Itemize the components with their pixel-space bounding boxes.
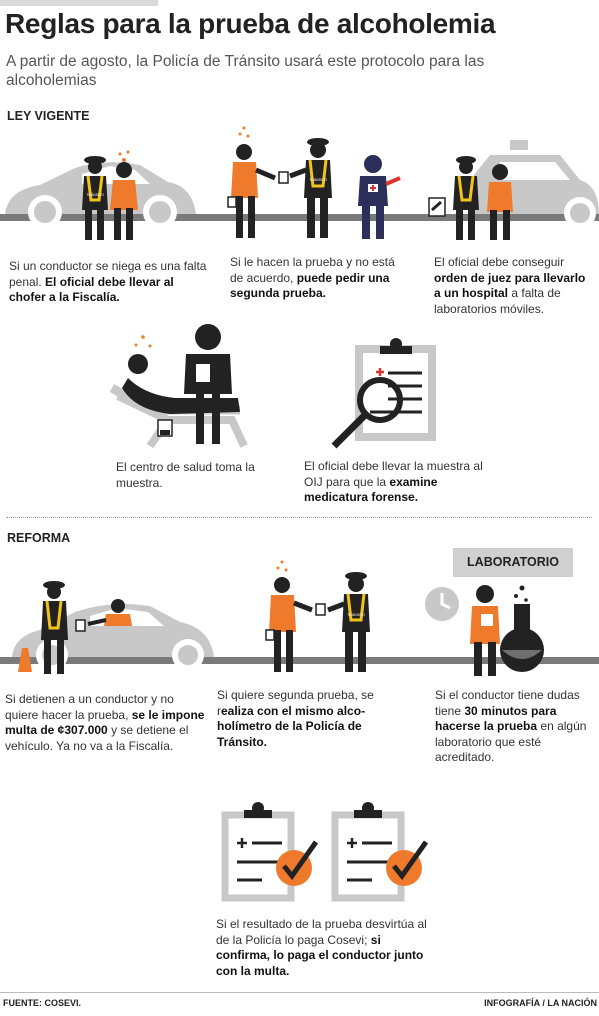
caption-ley-step-5: El oficial debe llevar la muestra al OIJ… xyxy=(304,459,483,504)
caption-reforma-step-2: Si quiere segunda prueba, se realiza con… xyxy=(217,688,374,749)
laboratorio-label: LABORATORIO xyxy=(453,548,573,577)
section-ley-vigente: LEY VIGENTE xyxy=(7,109,90,123)
clock-icon xyxy=(425,587,459,621)
footer-source: FUENTE: COSEVI. xyxy=(3,998,82,1008)
driver-in-car-icon xyxy=(87,599,132,626)
breathalyzer-icon-2 xyxy=(315,603,326,616)
officer-icon-4 xyxy=(41,581,86,674)
driver-icon-4 xyxy=(265,560,313,672)
caption-ley-step-4: El centro de salud toma la muestra. xyxy=(116,460,255,490)
officer-icon-3 xyxy=(453,156,479,240)
caption-ley-step-2: Si le hacen la prueba y no está de acuer… xyxy=(230,255,395,300)
caption-reforma-step-1: Si detienen a un conductor y no quiere h… xyxy=(5,692,205,753)
officer-icon-5 xyxy=(327,572,370,672)
officer-icon-1 xyxy=(82,156,108,240)
flask-icon xyxy=(500,585,544,672)
footer-divider xyxy=(0,992,599,993)
patient-icon xyxy=(122,335,240,414)
lab-person-icon xyxy=(470,585,500,676)
driver-icon-3 xyxy=(487,164,513,240)
page-subtitle: A partir de agosto, la Policía de Tránsi… xyxy=(6,53,485,89)
doctor-icon xyxy=(184,324,232,444)
clipboard-magnifier-icon xyxy=(331,338,436,449)
page-title: Reglas para la prueba de alcoholemia xyxy=(5,8,496,39)
driver-icon-1 xyxy=(110,150,138,240)
vest-badge-1: TRÁNSITO xyxy=(86,193,104,197)
road-row-2 xyxy=(0,657,599,664)
officer-icon-2 xyxy=(289,138,332,238)
clipboard-check-icon-1 xyxy=(221,802,319,902)
road-row-1 xyxy=(0,214,599,221)
vest-badge-3: TRÁNSITO xyxy=(347,613,365,617)
breathalyzer-icon-1 xyxy=(278,171,289,184)
section-reforma: REFORMA xyxy=(7,531,71,545)
section-divider xyxy=(6,517,592,518)
top-accent-bar xyxy=(0,0,158,6)
caption-reforma-step-4: Si el resultado de la prueba desvirtúa a… xyxy=(216,917,427,978)
sample-tube-icon xyxy=(157,419,173,437)
traffic-cone-icon xyxy=(18,648,32,672)
driver-icon-2 xyxy=(227,126,276,238)
gavel-icon xyxy=(428,197,446,217)
medic-icon-1 xyxy=(358,155,401,239)
footer-credit: INFOGRAFÍA / LA NACIÓN xyxy=(484,998,597,1008)
vest-badge-2: TRÁNSITO xyxy=(309,178,327,182)
caption-ley-step-3: El oficial debe conseguir orden de juez … xyxy=(434,255,586,316)
clipboard-check-icon-2 xyxy=(331,802,429,902)
caption-reforma-step-3: Si el conductor tiene dudas tiene 30 min… xyxy=(435,688,587,764)
caption-ley-step-1: Si un conductor se niega es una falta pe… xyxy=(9,259,207,304)
